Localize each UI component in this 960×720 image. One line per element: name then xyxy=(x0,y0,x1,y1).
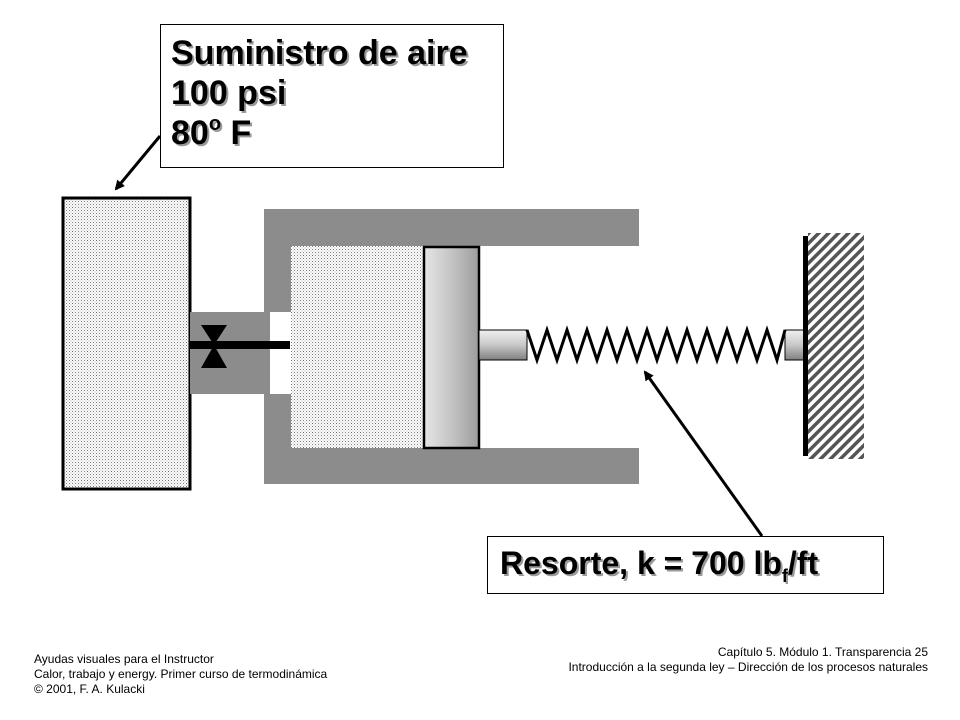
valve-icon[interactable] xyxy=(201,325,227,368)
supply-label-box: Suministro de aire 100 psi 80o F xyxy=(160,24,504,168)
supply-temperature-degree: o xyxy=(208,113,222,135)
supply-title: Suministro de aire xyxy=(171,34,468,72)
footer-right-line-2: Introducción a la segunda ley – Direcció… xyxy=(568,660,928,674)
air-supply-tank xyxy=(61,196,192,491)
piston-rod xyxy=(478,329,528,361)
footer-right: Capítulo 5. Módulo 1. Transparencia 25 I… xyxy=(568,645,928,675)
fixed-wall-face xyxy=(803,236,808,456)
supply-arrow-icon xyxy=(114,135,162,191)
supply-pipe xyxy=(190,312,270,394)
footer-left-line-2: Calor, trabajo y energy. Primer curso de… xyxy=(34,667,328,681)
spring-arrow-icon xyxy=(643,370,764,537)
footer-left: Ayudas visuales para el Instructor Calor… xyxy=(34,652,327,697)
hatched-wall-icon xyxy=(808,233,864,459)
supply-temperature: 80o F xyxy=(171,113,503,153)
footer-right-line-1: Capítulo 5. Módulo 1. Transparencia 25 xyxy=(717,645,928,659)
footer-left-line-3: © 2001, F. A. Kulacki xyxy=(34,682,145,696)
supply-pressure: 100 psi xyxy=(171,74,287,112)
spring-label-subscript: f xyxy=(781,566,788,586)
footer-left-line-1: Ayudas visuales para el Instructor xyxy=(34,652,214,666)
supply-temperature-value: 80 xyxy=(171,114,209,152)
spring-label-prefix: Resorte, k = 700 lb xyxy=(500,545,782,581)
air-chamber xyxy=(291,246,424,448)
spring-icon xyxy=(525,325,787,366)
cylinder xyxy=(264,209,639,484)
spring-label-box: Resorte, k = 700 lbf/ft xyxy=(487,536,884,594)
supply-temperature-unit: F xyxy=(221,114,252,152)
spring-label-suffix: /ft xyxy=(787,545,819,581)
piston xyxy=(422,245,481,450)
